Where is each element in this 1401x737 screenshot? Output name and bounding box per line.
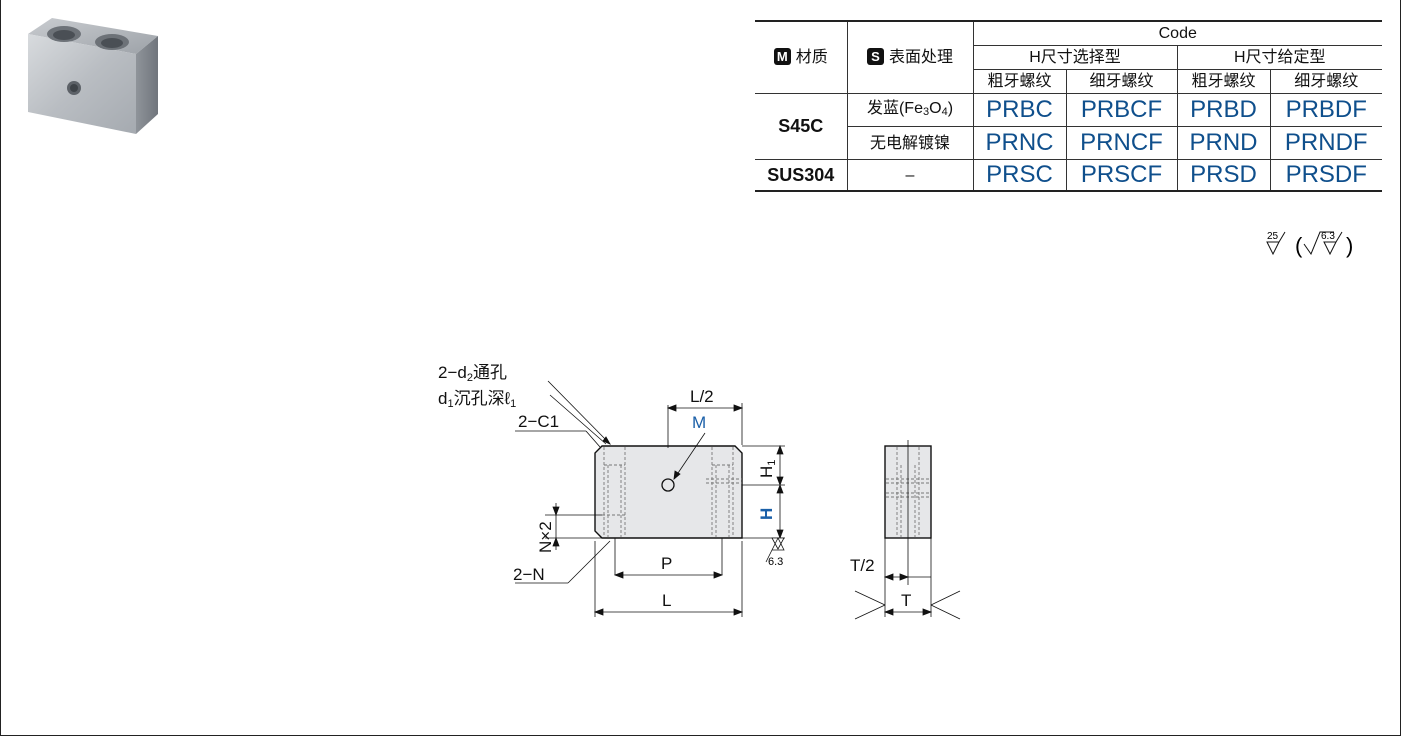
code-cell[interactable]: PRSCF [1065, 159, 1178, 192]
label-nx2: N×2 [536, 521, 555, 553]
code-cell[interactable]: PRSDF [1269, 159, 1382, 192]
group-select-header: H尺寸选择型 [973, 45, 1178, 70]
roughness-alt-value: 6.3 [1321, 231, 1335, 242]
code-cell[interactable]: PRBCF [1065, 93, 1178, 127]
label-l: L [662, 591, 671, 610]
label-h1: H1 [757, 460, 778, 478]
label-thread: M [692, 413, 706, 432]
label-chamfer: 2−C1 [518, 412, 559, 431]
front-view [594, 405, 743, 575]
svg-text:(: ( [1295, 233, 1303, 258]
code-cell[interactable]: PRND [1176, 126, 1271, 160]
group-fixed-header: H尺寸给定型 [1176, 45, 1382, 70]
code-cell[interactable]: PRNC [972, 126, 1067, 160]
coarse-thread-header: 粗牙螺纹 [1176, 69, 1271, 94]
surface-badge: S [866, 48, 884, 65]
code-cell[interactable]: PRBC [972, 93, 1067, 127]
label-roughness: 6.3 [768, 556, 783, 568]
code-cell[interactable]: PRSC [972, 159, 1067, 192]
roughness-main-value: 25 [1267, 231, 1279, 242]
fine-thread-header: 细牙螺纹 [1269, 69, 1382, 94]
technical-drawing: 2−d2通孔 d1沉孔深ℓ1 2−C1 L/2 M H1 H N×2 2−N P… [438, 363, 961, 620]
label-half-length: L/2 [690, 387, 714, 406]
surface-header-label: 表面处理 [888, 49, 953, 66]
surface-roughness-symbol: 25 ( 6.3 ) [1266, 231, 1353, 258]
coarse-thread-header: 粗牙螺纹 [973, 69, 1067, 94]
label-t-half: T/2 [850, 556, 875, 575]
material-header-label: 材质 [795, 49, 828, 66]
label-h: H [757, 508, 776, 520]
material-cell: SUS304 [755, 159, 848, 192]
label-2n: 2−N [513, 565, 545, 584]
material-badge: M [773, 48, 791, 65]
code-cell[interactable]: PRNCF [1065, 126, 1178, 160]
surface-cell: 无电解镀镍 [847, 126, 974, 160]
code-cell[interactable]: PRNDF [1269, 126, 1382, 160]
side-view [854, 440, 961, 620]
surface-cell: 发蓝(Fe3O4) [846, 93, 974, 127]
code-cell[interactable]: PRSD [1176, 159, 1271, 192]
svg-text:): ) [1346, 233, 1353, 258]
label-counterbore: d1沉孔深ℓ1 [438, 389, 516, 410]
product-photo [28, 18, 158, 134]
label-through-hole: 2−d2通孔 [438, 363, 507, 384]
fine-thread-header: 细牙螺纹 [1065, 69, 1178, 94]
material-cell: S45C [755, 93, 848, 160]
code-cell[interactable]: PRBD [1176, 93, 1271, 127]
label-t: T [901, 591, 911, 610]
surface-cell: – [846, 159, 974, 192]
code-cell[interactable]: PRBDF [1269, 93, 1382, 127]
code-header: Code [972, 20, 1382, 46]
label-p: P [661, 554, 672, 573]
